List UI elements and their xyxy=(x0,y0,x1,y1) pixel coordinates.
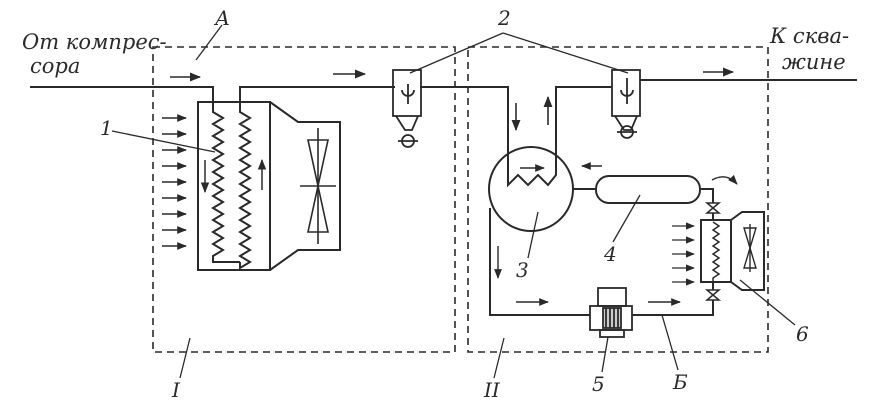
leader-b xyxy=(661,314,679,371)
leader-2b xyxy=(502,32,629,74)
point-b-label: Б xyxy=(673,370,688,394)
part-1-label: 1 xyxy=(100,116,113,140)
air-cooler-body xyxy=(197,101,271,271)
fan-icon xyxy=(300,128,336,244)
flow-arrow-icon xyxy=(711,174,738,185)
inlet-label-line2: сора xyxy=(30,54,81,78)
leader-block-2 xyxy=(493,337,505,379)
main-line-to-exchanger xyxy=(420,86,509,150)
cooler-coil-right xyxy=(238,102,252,270)
refrigerant-line-compressor-out xyxy=(632,300,714,316)
fan-icon xyxy=(743,224,757,272)
part-2-label: 2 xyxy=(498,6,511,30)
block-1-boundary xyxy=(152,46,456,353)
air-arrows-condenser xyxy=(672,222,695,286)
part-4-label: 4 xyxy=(604,242,617,266)
inlet-label-line1: От компрес- xyxy=(22,30,167,54)
main-line-left xyxy=(30,86,214,102)
refrigerant-receiver xyxy=(595,175,701,204)
main-line-mid xyxy=(239,86,395,102)
separator-icon xyxy=(611,69,641,139)
valve-icon xyxy=(704,289,722,301)
leader-2a xyxy=(409,32,504,74)
refrigerant-line-down xyxy=(489,208,590,316)
leader-a xyxy=(195,24,223,61)
part-3-label: 3 xyxy=(516,258,529,282)
separator-icon xyxy=(392,69,422,148)
outlet-label-line2: жине xyxy=(782,50,846,74)
refrigerant-line-receiver-out xyxy=(700,188,714,203)
leader-6 xyxy=(739,279,796,326)
valve-icon xyxy=(704,202,722,214)
block-1-label: I xyxy=(172,378,180,402)
compressor-icon xyxy=(589,287,633,338)
part-6-label: 6 xyxy=(796,322,809,346)
block-2-boundary xyxy=(467,46,769,353)
leader-5 xyxy=(601,336,609,373)
block-2-label: II xyxy=(484,378,500,402)
leader-3 xyxy=(527,211,539,259)
point-a-label: А xyxy=(215,6,231,30)
leader-block-1 xyxy=(179,337,191,379)
air-arrows-left xyxy=(162,114,187,250)
main-line-from-exchanger xyxy=(555,86,612,150)
part-5-label: 5 xyxy=(592,372,605,396)
outlet-label-line1: К сква- xyxy=(770,24,850,48)
air-cooler-diffuser xyxy=(269,101,341,271)
leader-4 xyxy=(612,194,641,243)
cooler-coil-left xyxy=(211,102,240,263)
air-condenser xyxy=(700,219,732,283)
condenser-hood xyxy=(730,211,765,291)
condenser-coil xyxy=(711,221,721,282)
leader-1 xyxy=(111,130,216,153)
heat-exchanger xyxy=(488,146,574,232)
heat-exchanger-coil xyxy=(507,150,557,188)
